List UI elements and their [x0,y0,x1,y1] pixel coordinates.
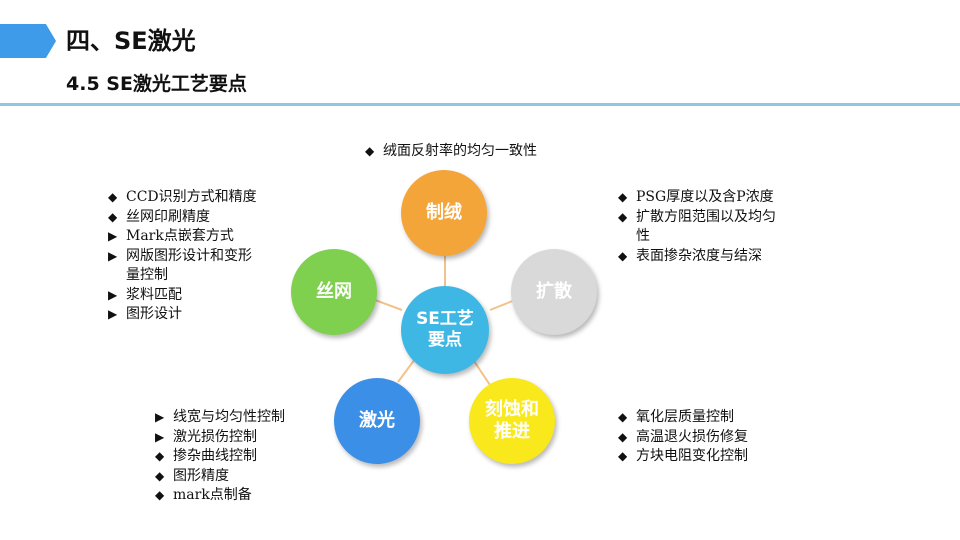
node-screen-label: 丝网 [316,281,352,302]
title-arrow-marker [0,24,56,58]
node-texture-label: 制绒 [426,202,462,223]
node-texture: 制绒 [401,170,487,256]
list-diffusion: ◆ PSG厚度以及含P浓度 ◆ 扩散方阻范围以及均匀 性 ◆ 表面掺杂浓度与结深 [618,188,776,266]
bullet-icon: ▶ [108,307,118,321]
node-screen: 丝网 [291,249,377,335]
bullet-icon: ◆ [155,488,165,502]
list-item: ◆ 丝网印刷精度 [108,208,257,228]
bullet-icon: ◆ [155,468,165,483]
list-item: ◆ 表面掺杂浓度与结深 [618,247,776,267]
list-item-text: 量控制 [126,267,168,283]
bullet-icon: ◆ [618,248,628,263]
list-item-text: 丝网印刷精度 [126,208,210,225]
list-item: ▶ 激光损伤控制 [155,428,285,448]
bullet-icon: ◆ [618,209,628,224]
list-item-text: 图形设计 [126,306,182,322]
bullet-icon: ◆ [618,410,628,424]
node-laser: 激光 [334,378,420,464]
bullet-icon: ◆ [108,190,118,204]
node-etch: 刻蚀和推进 [469,378,555,464]
list-item-text: CCD识别方式和精度 [126,189,257,205]
bullet-icon: ◆ [618,449,628,463]
bullet-icon: ▶ [155,429,165,444]
list-item: ▶ 图形设计 [108,305,257,325]
bullet-icon: ▶ [108,248,118,263]
list-item-text: 方块电阻变化控制 [636,448,748,464]
header-divider [0,103,960,106]
center-label-line1: SE工艺 [416,309,474,329]
list-item: ◆ 方块电阻变化控制 [618,447,748,467]
list-item: ◆ 掺杂曲线控制 [155,447,285,467]
list-item-text: 绒面反射率的均匀一致性 [383,143,537,159]
list-laser: ▶ 线宽与均匀性控制 ▶ 激光损伤控制 ◆ 掺杂曲线控制 ◆ 图形精度 ◆ mark点制备 [155,408,285,506]
list-item-text: 图形精度 [173,467,229,484]
bullet-icon: ▶ [108,229,118,243]
list-item: ◆ 绒面反射率的均匀一致性 [365,142,537,162]
list-item: ▶ 网版图形设计和变形 [108,247,257,267]
list-item: ◆ 氧化层质量控制 [618,408,748,428]
bullet-icon: ◆ [155,449,165,463]
page-title: 四、SE激光 [66,27,196,55]
list-item-text: 高温退火损伤修复 [636,428,748,445]
list-item: ▶ 线宽与均匀性控制 [155,408,285,428]
list-item: ▶ Mark点嵌套方式 [108,227,257,247]
bullet-icon: ◆ [108,209,118,224]
list-item-text: 线宽与均匀性控制 [173,409,285,425]
node-diffusion: 扩散 [511,249,597,335]
list-item-text: 扩散方阻范围以及均匀 [636,208,776,225]
list-item-text: 激光损伤控制 [173,428,257,445]
list-item: ◆ CCD识别方式和精度 [108,188,257,208]
connector-screen [374,299,403,311]
bullet-icon: ◆ [618,429,628,444]
center-node: SE工艺要点 [401,286,489,374]
list-item: ◆ 高温退火损伤修复 [618,428,748,448]
list-item: ▶ 浆料匹配 [108,286,257,306]
node-etch-label-line2: 推进 [494,421,530,442]
list-item-text: 网版图形设计和变形 [126,247,252,264]
center-label-line2: 要点 [427,330,462,350]
list-item-text: 掺杂曲线控制 [173,448,257,464]
bullet-icon: ◆ [365,144,375,158]
node-laser-label: 激光 [359,410,395,431]
bullet-icon: ▶ [108,287,118,302]
list-item: 量控制 [108,266,257,286]
connector-diffusion [489,299,516,311]
list-item-text: 氧化层质量控制 [636,409,734,425]
list-item: ◆ mark点制备 [155,486,285,506]
list-item: 性 [618,227,776,247]
list-item-text: mark点制备 [173,487,252,503]
list-screen: ◆ CCD识别方式和精度 ◆ 丝网印刷精度 ▶ Mark点嵌套方式 ▶ 网版图形设计和变… [108,188,257,325]
list-item: ◆ 扩散方阻范围以及均匀 [618,208,776,228]
list-texture: ◆ 绒面反射率的均匀一致性 [365,142,537,162]
node-diffusion-label: 扩散 [536,281,572,302]
page-subtitle: 4.5 SE激光工艺要点 [66,73,247,95]
node-etch-label-line1: 刻蚀和 [485,399,539,420]
list-item-text: 浆料匹配 [126,286,182,303]
list-item-text: Mark点嵌套方式 [126,228,234,244]
list-item: ◆ 图形精度 [155,467,285,487]
list-item-text: 性 [636,228,650,244]
bullet-icon: ◆ [618,190,628,204]
list-item-text: 表面掺杂浓度与结深 [636,247,762,264]
list-item-text: PSG厚度以及含P浓度 [636,189,774,205]
bullet-icon: ▶ [155,410,165,424]
list-etch: ◆ 氧化层质量控制 ◆ 高温退火损伤修复 ◆ 方块电阻变化控制 [618,408,748,467]
list-item: ◆ PSG厚度以及含P浓度 [618,188,776,208]
